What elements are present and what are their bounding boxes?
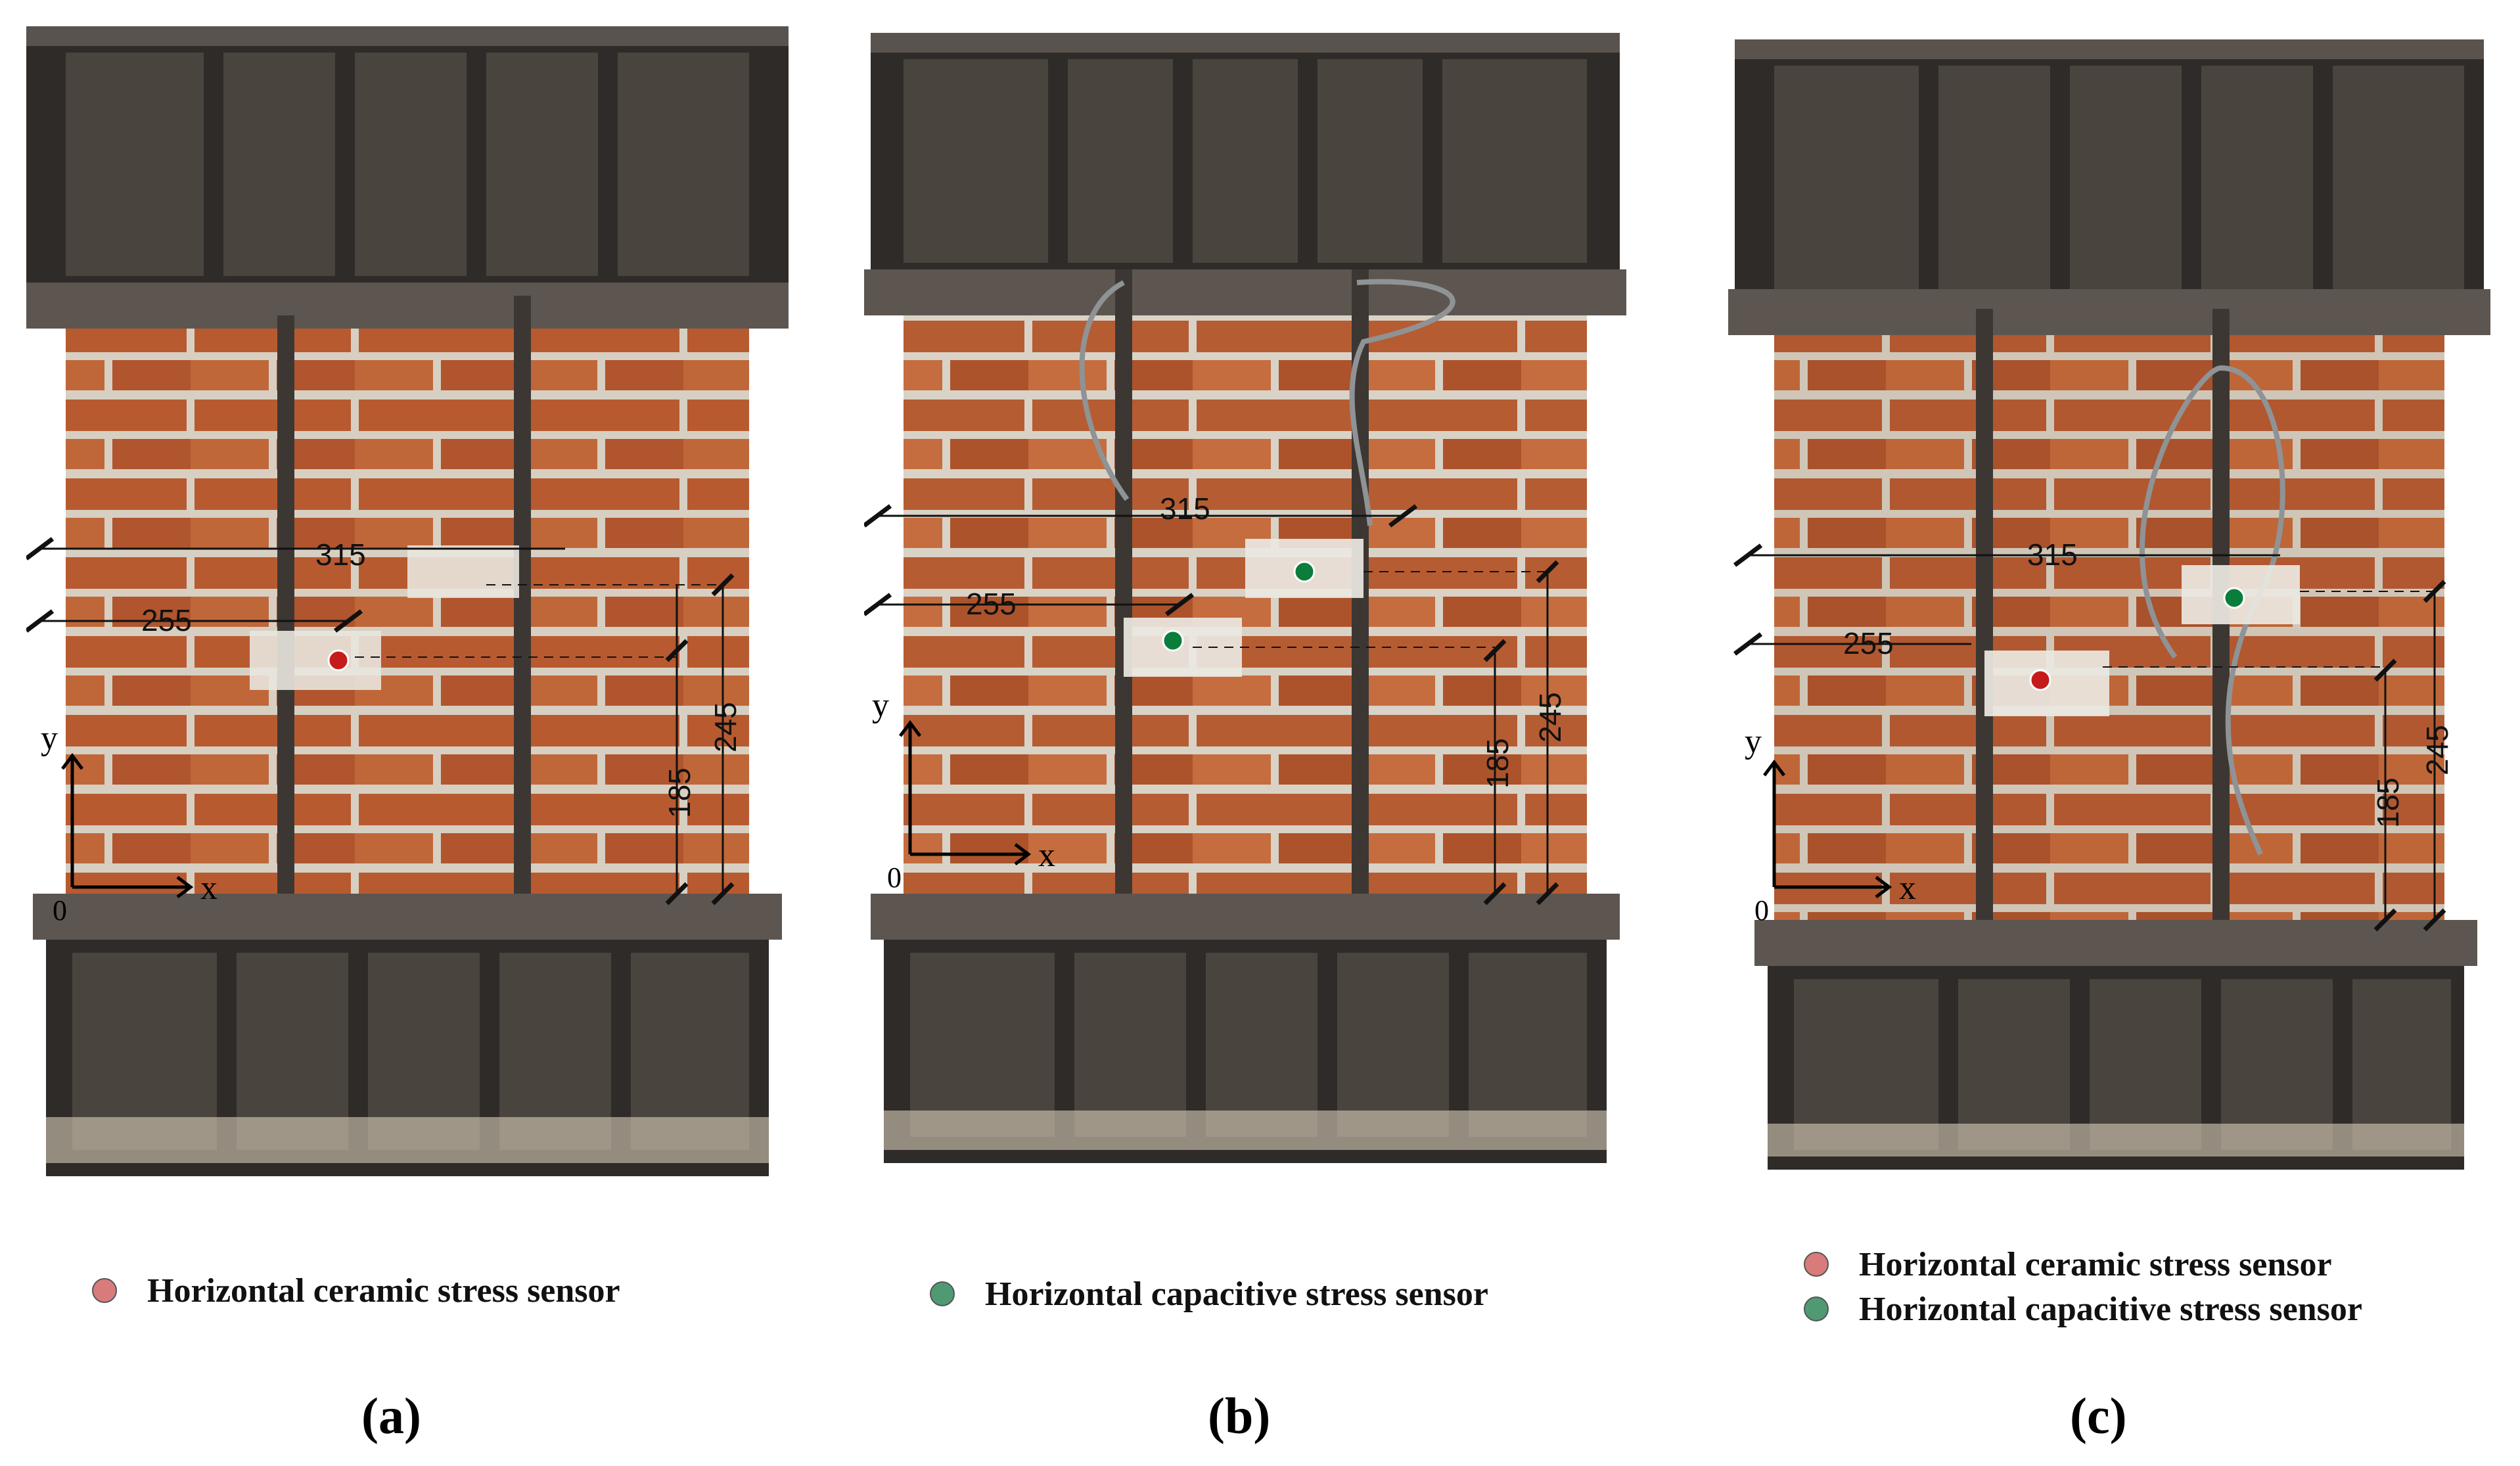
- dim-245-b: 245: [1533, 692, 1567, 743]
- y-axis-label-c: y: [1745, 723, 1762, 760]
- legend-b: Horizontal capacitive stress sensor: [930, 1271, 1488, 1316]
- legend-item-capacitive: Horizontal capacitive stress sensor: [1804, 1287, 2362, 1331]
- legend-label: Horizontal capacitive stress sensor: [1859, 1290, 2362, 1328]
- legend-item-capacitive: Horizontal capacitive stress sensor: [930, 1271, 1488, 1316]
- capacitive-sensor-marker-upper: [1293, 561, 1316, 583]
- origin-label-b: 0: [887, 861, 902, 894]
- legend-item-ceramic: Horizontal ceramic stress sensor: [92, 1268, 620, 1313]
- x-axis-label-a: x: [200, 869, 218, 907]
- specimen-illustration-c: 315 255 185 245 y x 0: [1728, 39, 2490, 1170]
- specimen-photo-c: 315 255 185 245 y x 0: [1722, 0, 2497, 1183]
- dim-315-a: 315: [315, 538, 366, 572]
- specimen-photo-b: 315 255 185 245 y x 0: [864, 0, 1639, 1183]
- dim-245-a: 245: [708, 702, 743, 752]
- ceramic-sensor-marker: [327, 649, 350, 672]
- x-axis-label-c: x: [1899, 869, 1916, 907]
- dim-185-c: 185: [2371, 777, 2405, 828]
- legend-label: Horizontal ceramic stress sensor: [1859, 1245, 2332, 1283]
- legend-a: Horizontal ceramic stress sensor: [92, 1268, 620, 1313]
- specimen-illustration-b: 315 255 185 245 y x 0: [864, 33, 1626, 1163]
- y-axis-label-a: y: [41, 720, 58, 757]
- dim-255-a: 255: [141, 603, 192, 637]
- dim-185-a: 185: [662, 767, 697, 818]
- ceramic-sensor-marker: [2029, 669, 2051, 691]
- capacitive-dot-icon: [930, 1281, 955, 1306]
- legend-label: Horizontal ceramic stress sensor: [147, 1271, 620, 1310]
- capacitive-sensor-marker-lower: [1162, 630, 1184, 652]
- y-axis-label-b: y: [872, 687, 889, 724]
- dim-245-c: 245: [2420, 725, 2454, 775]
- dim-315-c: 315: [2027, 538, 2078, 572]
- legend-c: Horizontal ceramic stress sensor Horizon…: [1804, 1242, 2362, 1331]
- caption-b: (b): [1208, 1387, 1271, 1444]
- dim-185-b: 185: [1480, 738, 1515, 789]
- caption-a: (a): [361, 1387, 421, 1444]
- legend-label: Horizontal capacitive stress sensor: [985, 1275, 1488, 1313]
- capacitive-dot-icon: [1804, 1296, 1829, 1321]
- origin-label-c: 0: [1754, 894, 1769, 927]
- capacitive-sensor-marker: [2223, 587, 2245, 609]
- specimen-photo-a: 315 255 185 245 y x 0: [26, 0, 802, 1183]
- legend-item-ceramic: Horizontal ceramic stress sensor: [1804, 1242, 2362, 1287]
- dim-315-b: 315: [1160, 492, 1210, 526]
- dim-255-b: 255: [966, 587, 1017, 621]
- origin-label-a: 0: [53, 894, 67, 927]
- ceramic-dot-icon: [92, 1278, 117, 1303]
- x-axis-label-b: x: [1038, 836, 1055, 874]
- specimen-illustration-a: 315 255 185 245 y x 0: [26, 26, 789, 1176]
- ceramic-dot-icon: [1804, 1252, 1829, 1277]
- dim-255-c: 255: [1843, 626, 1894, 660]
- caption-c: (c): [2070, 1387, 2127, 1444]
